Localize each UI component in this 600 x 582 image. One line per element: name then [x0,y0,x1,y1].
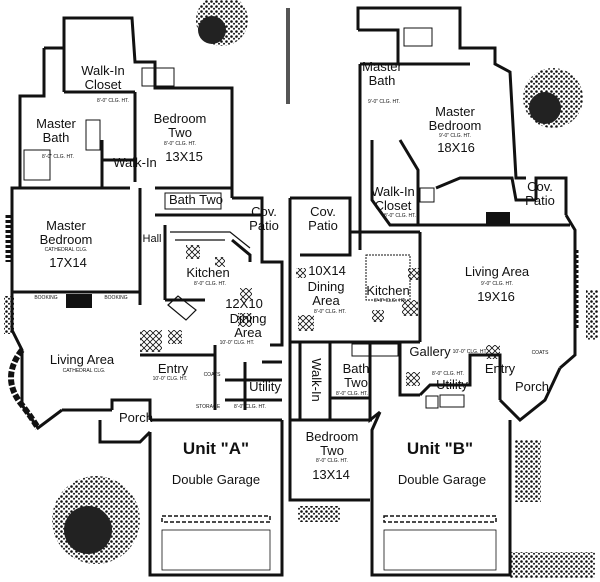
unit-b-title: Unit "B" [406,439,474,458]
unit-b-bath-two-clg-note: 8'-0" CLG. HT. [336,391,368,397]
unit-a-kitchen-label: Kitchen [186,265,230,280]
unit-b-bedroom-two-clg-note: 8'-0" CLG. HT. [316,458,348,464]
unit-a-dining-label: Dining Area [229,311,267,340]
unit-a-bath-two-label: Bath Two [169,192,223,207]
unit-a-cov-patio-label: Cov. Patio [249,204,279,233]
unit-a-closet-clg-note: 8'-0" CLG. HT. [97,98,129,104]
unit-a-bedroom-two-clg-note: 8'-0" CLG. HT. [164,141,196,147]
unit-a-bay-window [8,348,41,430]
unit-a-title: Unit "A" [182,439,250,458]
unit-b-cov-patio-right-label: Cov. Patio [525,179,555,208]
unit-a-garage-label: Double Garage [171,472,261,487]
center-pole [286,8,290,104]
unit-b-porch-label: Porch [515,379,549,394]
unit-b-living-clg-note: 9'-0" CLG. HT. [481,281,513,287]
unit-b-garage-label: Double Garage [397,472,487,487]
unit-a-walk-in-label: Walk-In [113,155,157,170]
unit-a-kitchen-counters [167,231,251,321]
unit-b-kitchen-label: Kitchen [366,283,410,298]
unit-a-walk-in-closet-label: Walk-In Closet [81,63,125,92]
unit-b-walk-in-closet-label: Walk-In Closet [371,184,415,213]
unit-a-garage-door-2 [161,529,271,571]
unit-a-bedroom-two-size: 13X15 [165,149,203,164]
unit-a-booking-right: BOOKING [104,295,128,301]
unit-b-garage-door-2 [383,529,497,571]
unit-a-dining-size: 12X10 [225,296,263,311]
tree-right [523,68,583,128]
unit-b-coats-label: COATS [531,350,549,356]
unit-b-utility-clg-note: 8'-0" CLG. HT. [432,371,464,377]
unit-a-storage-label: STORAGE [195,404,221,410]
unit-b-bedroom-two-size: 13X14 [312,467,350,482]
unit-b-living-size: 19X16 [477,289,515,304]
unit-a-entry-label: Entry [157,361,189,376]
unit-b-living-label: Living Area [464,264,530,279]
unit-a-master-bedroom-label: Master Bedroom [39,218,93,247]
unit-b-master-bath-clg-note: 9'-0" CLG. HT. [368,99,400,105]
unit-a-walls [10,16,284,577]
unit-b-walk-in-label: Walk-In [308,358,324,402]
unit-a-bedroom-two-label: Bedroom Two [153,111,207,140]
unit-b-garage-door [383,515,497,523]
unit-a-bath-fixtures [23,67,222,210]
unit-a-porch-label: Porch [119,410,153,425]
unit-a-booking-left: BOOKING [34,295,58,301]
unit-a-master-bath-clg-note: 8'-0" CLG. HT. [42,154,74,160]
unit-b-tile-floors [296,268,500,386]
unit-a-kitchen-clg-note: 8'-0" CLG. HT. [194,281,226,287]
unit-b-walls [288,6,577,577]
unit-b-dining-clg-note: 8'-0" CLG. HT. [314,309,346,315]
unit-a-utility-label: Utility [249,379,281,394]
unit-a-living-label: Living Area [49,352,115,367]
unit-b-bedroom-two-label: Bedroom Two [305,429,359,458]
unit-a-master-bedroom-note: CATHEDRAL CLG. [44,247,88,253]
unit-a-tile-floors [140,245,252,352]
unit-b-utility-label: Utility [436,377,468,392]
unit-a-living-note: CATHEDRAL CLG. [62,368,106,374]
unit-a-master-bath-label: Master Bath [36,116,76,145]
unit-b-entry-label: Entry [484,361,516,376]
tree-top-left [196,0,248,46]
unit-b-master-bedroom-size: 18X16 [437,140,475,155]
unit-b-master-bath-label: Master Bath [362,59,402,88]
unit-b-gallery-label: Gallery [409,344,451,359]
unit-b-closet-clg-note: 8'-0" CLG. HT. [384,213,416,219]
unit-b-master-bedroom-label: Master Bedroom [428,104,482,133]
unit-b-fixtures [351,27,465,409]
shrubs [4,290,598,578]
tree-bottom-left [52,476,140,564]
unit-b-fireplace [486,212,510,224]
unit-b-cov-patio-left-label: Cov. Patio [308,204,338,233]
unit-a-fireplace [66,294,92,308]
unit-b-bath-two-label: Bath Two [342,361,370,390]
unit-a-garage-door [161,515,271,523]
unit-a-dining-clg-note: 10'-0" CLG. HT. [219,340,255,346]
unit-a-hall-label: Hall [142,233,162,245]
unit-b-dining-size: 10X14 [308,263,346,278]
unit-b-kitchen-clg-note: 8'-0" CLG. HT. [374,298,406,304]
unit-b-gallery-clg-note: 10'-0" CLG. HT. [452,349,488,355]
unit-a-storage-clg-note: 8'-0" CLG. HT. [234,404,266,410]
unit-a-entry-clg-note: 10'-0" CLG. HT. [152,376,188,382]
unit-b-master-bedroom-clg-note: 9'-0" CLG. HT. [439,133,471,139]
unit-a-coats-label: COATS [203,372,221,378]
unit-b-dining-label: Dining Area [307,279,345,308]
unit-a-master-bedroom-size: 17X14 [49,255,87,270]
